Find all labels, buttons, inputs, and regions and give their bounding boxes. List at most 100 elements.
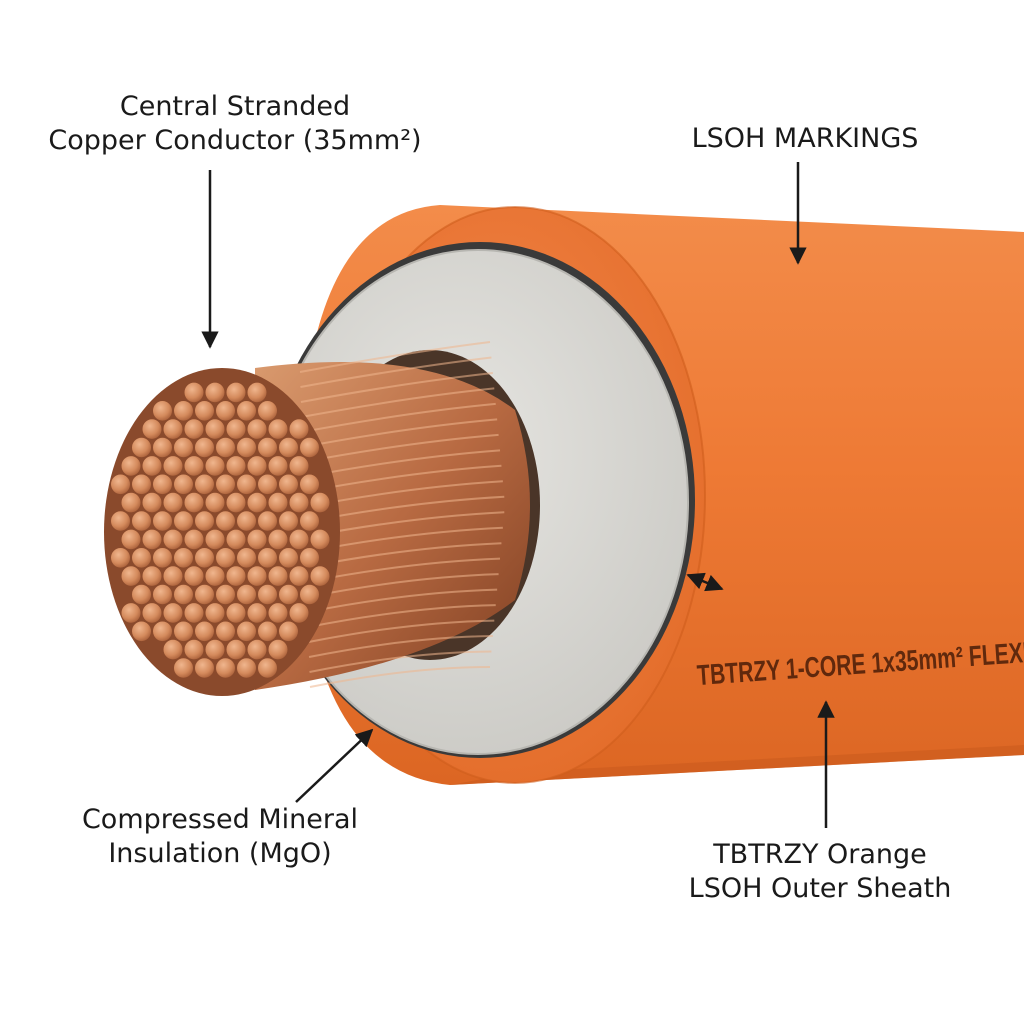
copper-strand	[162, 528, 184, 551]
copper-strand	[120, 565, 142, 587]
copper-strand	[194, 400, 215, 422]
copper-strand	[194, 657, 215, 679]
copper-strand	[215, 583, 236, 606]
copper-strand	[215, 436, 236, 459]
conductor-strands	[110, 381, 331, 679]
copper-strand	[225, 381, 247, 404]
copper-strand	[257, 400, 278, 422]
copper-strand	[246, 638, 268, 661]
copper-strand	[204, 381, 226, 404]
copper-strand	[204, 455, 226, 477]
conductor-twist-line	[301, 387, 495, 418]
copper-strand	[152, 400, 173, 422]
copper-strand	[257, 547, 278, 569]
copper-strand	[204, 528, 226, 551]
copper-strand	[194, 547, 215, 569]
copper-strand	[173, 473, 194, 496]
conductor-twist-line	[301, 402, 496, 433]
copper-strand	[299, 510, 320, 532]
copper-strand	[173, 620, 194, 643]
conductor-twist-line	[300, 371, 493, 403]
copper-strand	[299, 473, 320, 496]
copper-strand	[236, 547, 257, 569]
copper-strand	[162, 602, 184, 624]
copper-strand	[236, 436, 257, 459]
conductor-twist-line	[302, 418, 498, 448]
copper-strand	[236, 620, 257, 643]
copper-strand	[194, 583, 215, 606]
conductor-twist-line	[309, 650, 492, 673]
copper-strand	[225, 491, 247, 514]
copper-strand	[236, 400, 257, 422]
label-mineral-insulation: Compressed Mineral Insulation (MgO)	[81, 804, 359, 869]
copper-strand	[173, 510, 194, 532]
copper-strand	[131, 510, 152, 532]
copper-strand	[225, 528, 247, 551]
copper-strand	[288, 528, 310, 551]
copper-strand	[267, 565, 289, 587]
copper-strand	[288, 602, 310, 624]
copper-strand	[257, 510, 278, 532]
copper-strand	[236, 583, 257, 606]
label-lsoh-markings: LSOH MARKINGS	[691, 123, 919, 154]
copper-strand	[215, 473, 236, 496]
copper-strand	[204, 638, 226, 661]
copper-strand	[183, 491, 205, 514]
copper-strand	[288, 565, 310, 587]
copper-strand	[162, 455, 184, 477]
copper-strand	[183, 455, 205, 477]
copper-strand	[236, 473, 257, 496]
conductor-twist-line	[300, 356, 492, 388]
copper-strand	[278, 583, 299, 606]
copper-strand	[162, 418, 184, 440]
copper-strand	[246, 381, 268, 404]
conductor-twist-line	[299, 341, 491, 373]
copper-strand	[183, 565, 205, 587]
copper-strand	[267, 418, 289, 440]
copper-strand	[309, 565, 331, 587]
copper-strand	[278, 436, 299, 459]
copper-strand	[278, 510, 299, 532]
copper-strand	[120, 528, 142, 551]
copper-strand	[309, 528, 331, 551]
copper-strand	[152, 547, 173, 569]
copper-strand	[246, 528, 268, 551]
copper-strand	[194, 473, 215, 496]
copper-strand	[257, 657, 278, 679]
copper-strand	[299, 547, 320, 569]
copper-strand	[183, 381, 205, 404]
copper-strand	[225, 418, 247, 440]
copper-strand	[257, 436, 278, 459]
conductor-twist-line	[302, 433, 499, 463]
copper-strand	[257, 473, 278, 496]
conductor-twist-line	[308, 635, 493, 658]
copper-strand	[120, 455, 142, 477]
copper-strand	[278, 620, 299, 643]
arrow-mineral	[295, 728, 374, 803]
copper-strand	[225, 602, 247, 624]
copper-strand	[141, 491, 163, 514]
copper-strand	[110, 510, 131, 532]
copper-strand	[246, 565, 268, 587]
copper-strand	[225, 455, 247, 477]
copper-strand	[194, 436, 215, 459]
label-outer-sheath: TBTRZY Orange LSOH Outer Sheath	[688, 839, 952, 904]
copper-strand	[141, 565, 163, 587]
copper-strand	[236, 657, 257, 679]
copper-strand	[152, 510, 173, 532]
copper-strand	[110, 547, 131, 569]
copper-strand	[215, 620, 236, 643]
copper-strand	[215, 510, 236, 532]
copper-strand	[173, 583, 194, 606]
copper-strand	[173, 400, 194, 422]
copper-strand	[204, 602, 226, 624]
copper-strand	[152, 436, 173, 459]
copper-strand	[267, 638, 289, 661]
copper-strand	[120, 602, 142, 624]
copper-strand	[215, 547, 236, 569]
arrow-sheath-thickness	[686, 572, 724, 592]
copper-strand	[267, 528, 289, 551]
copper-strand	[141, 602, 163, 624]
copper-strand	[257, 620, 278, 643]
